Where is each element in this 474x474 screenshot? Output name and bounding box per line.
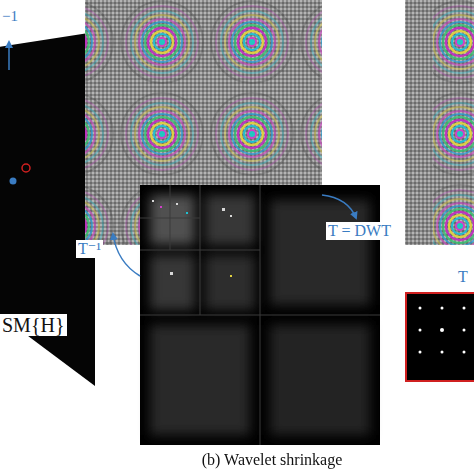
- subfigure-caption: (b) Wavelet shrinkage: [202, 451, 343, 469]
- transform-label: T: [456, 268, 470, 286]
- operator-label: SM{H}: [0, 314, 67, 336]
- inverse-transform-label: T⁻¹: [76, 240, 103, 258]
- superscript-fragment: −1: [2, 8, 18, 25]
- transform-label: T = DWT: [326, 222, 393, 240]
